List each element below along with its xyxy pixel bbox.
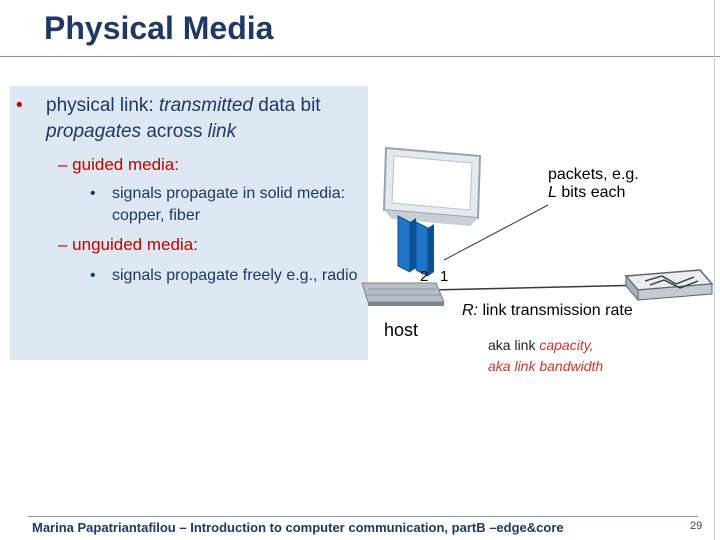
bullet-physical-link: • physical link: transmitted data bit pr…	[16, 93, 356, 145]
guided-detail-text: signals propagate in solid media: copper…	[112, 185, 346, 224]
bullet-mid2: across	[141, 121, 208, 142]
switch-icon	[624, 269, 714, 302]
guided-media-detail: • signals propagate in solid media: copp…	[90, 183, 350, 227]
bullet-mid: data bit	[252, 95, 321, 116]
packet-icon	[397, 215, 416, 273]
bullet-prefix: physical link:	[46, 95, 159, 116]
bullet-transmitted: transmitted	[159, 95, 253, 116]
footer-divider	[28, 516, 698, 517]
packet-icon	[415, 221, 434, 277]
packet-pointer-line	[443, 204, 549, 261]
packets-label-L: L	[548, 184, 557, 201]
keyboard-icon	[361, 282, 445, 306]
packets-label-line2: bits each	[556, 184, 626, 201]
packets-label: packets, e.g. L bits each	[548, 166, 639, 202]
page-number: 29	[690, 520, 703, 532]
bullet-link: link	[207, 121, 237, 142]
host-label: host	[384, 320, 419, 340]
aka-capacity-label: aka link capacity, aka link bandwidth	[488, 335, 603, 377]
slide-title: Physical Media	[44, 10, 274, 46]
title-divider	[0, 56, 720, 57]
sub-bullet-marker: •	[90, 185, 96, 202]
unguided-media-heading: – unguided media:	[58, 235, 198, 254]
aka-prefix: aka link	[488, 337, 540, 353]
rate-text: link transmission rate	[478, 302, 633, 319]
guided-media-heading: – guided media:	[58, 155, 179, 174]
packet-number-2: 2	[420, 268, 429, 285]
aka-bandwidth: aka link bandwidth	[488, 358, 604, 374]
slide-edge-line	[714, 0, 715, 540]
link-line	[429, 284, 649, 291]
bullet-box	[10, 86, 368, 360]
packets-label-line1: packets, e.g.	[548, 166, 639, 183]
rate-label: R: link transmission rate	[462, 302, 633, 320]
footer-text: Marina Papatriantafilou – Introduction t…	[32, 520, 564, 535]
aka-capacity: capacity,	[539, 337, 594, 353]
bullet-propagates: propagates	[46, 121, 142, 142]
rate-R: R:	[462, 302, 478, 319]
unguided-media-detail: • signals propagate freely e.g., radio	[90, 265, 358, 287]
bullet-marker: •	[16, 95, 23, 116]
sub-bullet-marker: •	[90, 267, 96, 284]
monitor-icon	[382, 146, 482, 226]
packet-number-1: 1	[440, 268, 449, 285]
unguided-detail-text: signals propagate freely e.g., radio	[112, 267, 358, 284]
